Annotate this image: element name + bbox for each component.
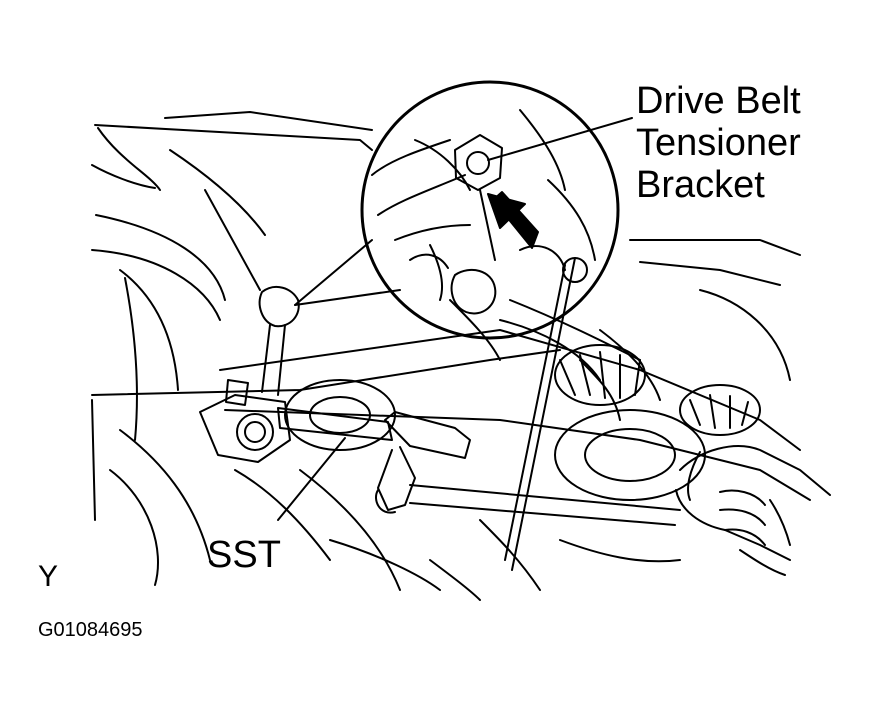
engine-body-outline	[91, 111, 801, 601]
sst-label: SST	[207, 534, 281, 576]
sst-tool	[277, 407, 681, 526]
tensioner-label-line3: Bracket	[636, 164, 765, 206]
arrow-head	[487, 193, 526, 229]
tensioner-assembly	[199, 285, 300, 463]
detail-magnifier	[360, 80, 620, 340]
figure-id-label: G01084695	[38, 619, 143, 641]
hand	[675, 445, 831, 576]
drive-belt-tensioner-bracket-label: Drive Belt Tensioner Bracket	[636, 80, 801, 206]
tensioner-label-line1: Drive Belt	[636, 80, 801, 122]
leader-lines	[277, 117, 633, 571]
tensioner-label-line2: Tensioner	[636, 122, 801, 164]
view-mark-label: Y	[38, 560, 59, 593]
drive-belt	[219, 329, 811, 501]
